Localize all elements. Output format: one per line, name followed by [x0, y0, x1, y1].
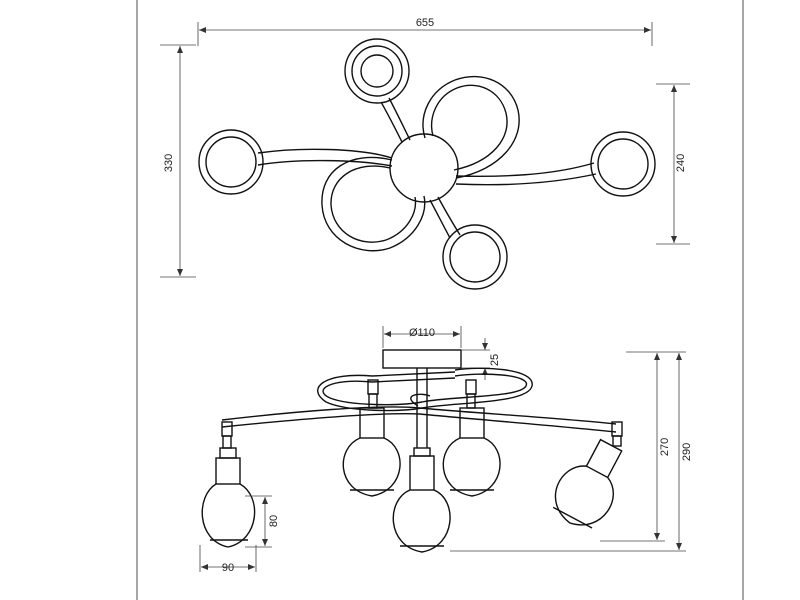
dimension-top-height: 330: [160, 44, 196, 278]
side-view-canopy: [382, 349, 462, 369]
side-view: Ø110 25: [199, 326, 693, 574]
dimension-shade-height: 80: [245, 495, 280, 548]
dimension-body-height: 270: [600, 351, 671, 542]
dimension-label-canopy-height: 25: [489, 354, 501, 366]
side-view-shade-inner-right: [442, 407, 501, 497]
dimension-label-canopy-diameter: Ø110: [409, 327, 435, 339]
dimension-label-top-height: 330: [163, 154, 175, 172]
top-view: 655 330 240: [160, 17, 690, 290]
side-view-loop-frame: [317, 367, 533, 412]
dimension-label-total-height: 290: [681, 443, 693, 461]
dimension-top-width: 655: [197, 17, 653, 46]
top-view-shade-right: [590, 131, 656, 197]
side-view-shade-center: [392, 455, 451, 553]
top-view-shade-left: [198, 129, 264, 195]
side-view-shade-right-tilted: [552, 438, 623, 529]
dimension-canopy-diameter: Ø110: [382, 326, 462, 348]
top-view-canopy: [389, 133, 459, 203]
side-view-arms: [221, 393, 617, 433]
dimension-shade-width: 90: [199, 545, 257, 574]
dimension-label-shade-width: 90: [222, 562, 234, 574]
top-view-shade-bottom: [442, 224, 508, 290]
side-view-shade-left: [201, 447, 256, 548]
top-view-shade-top: [344, 38, 410, 104]
frame-borders: [136, 0, 744, 600]
dimension-label-shade-height: 80: [268, 515, 280, 527]
dimension-label-body-height: 270: [659, 438, 671, 456]
dimension-total-height: 290: [450, 351, 693, 552]
dimension-label-top-width: 655: [416, 17, 434, 29]
dimension-label-top-depth: 240: [675, 154, 687, 172]
side-view-shade-inner-left: [342, 407, 401, 497]
top-view-arms: [257, 97, 597, 239]
top-view-loops: [321, 75, 520, 252]
side-view-stem: [413, 368, 431, 457]
dimension-top-depth: 240: [656, 83, 690, 245]
